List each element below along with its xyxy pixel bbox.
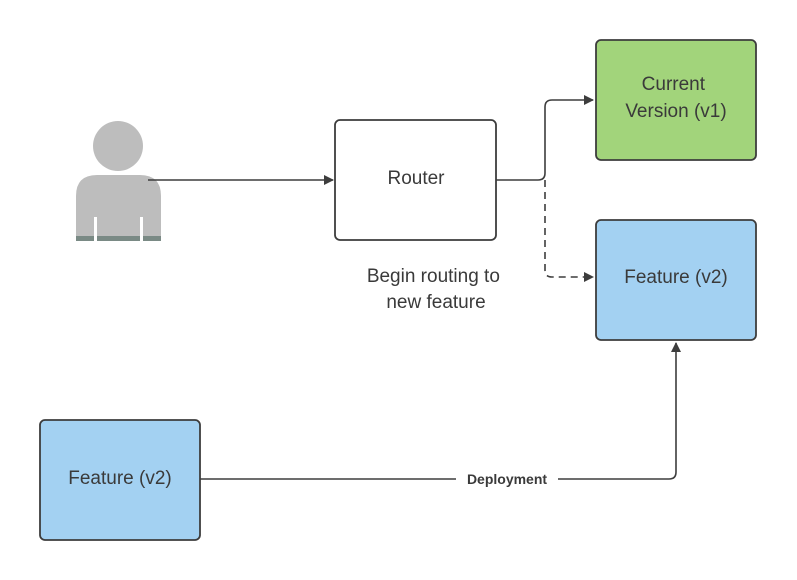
user-icon xyxy=(76,121,161,241)
svg-text:Current Version (v1): Current Version (v1) xyxy=(625,74,726,122)
deployment-label: Deployment xyxy=(467,471,547,487)
edge-deployment xyxy=(200,342,681,480)
svg-text:Begin routing to new featu: Begin routing to new feature xyxy=(367,266,505,313)
feature-v2-target-label: Feature (v2) xyxy=(624,267,727,288)
feature-v2-target-node: Feature (v2) xyxy=(595,219,757,341)
router-label: Router xyxy=(387,168,445,189)
routing-caption-line1: Begin routing to xyxy=(367,266,500,287)
current-version-label-line1: Current xyxy=(642,74,706,95)
router-node: Router xyxy=(334,119,497,241)
routing-caption-line2: new feature xyxy=(386,292,485,313)
feature-v2-source-node: Feature (v2) xyxy=(39,419,201,541)
edge-router-to-current xyxy=(496,95,594,181)
current-version-label-line2: Version (v1) xyxy=(625,101,726,122)
edge-router-to-feature xyxy=(544,180,594,282)
current-version-node: Current Version (v1) xyxy=(595,39,757,161)
feature-v2-source-label: Feature (v2) xyxy=(68,468,171,489)
deployment-label-group: Deployment xyxy=(456,469,558,489)
